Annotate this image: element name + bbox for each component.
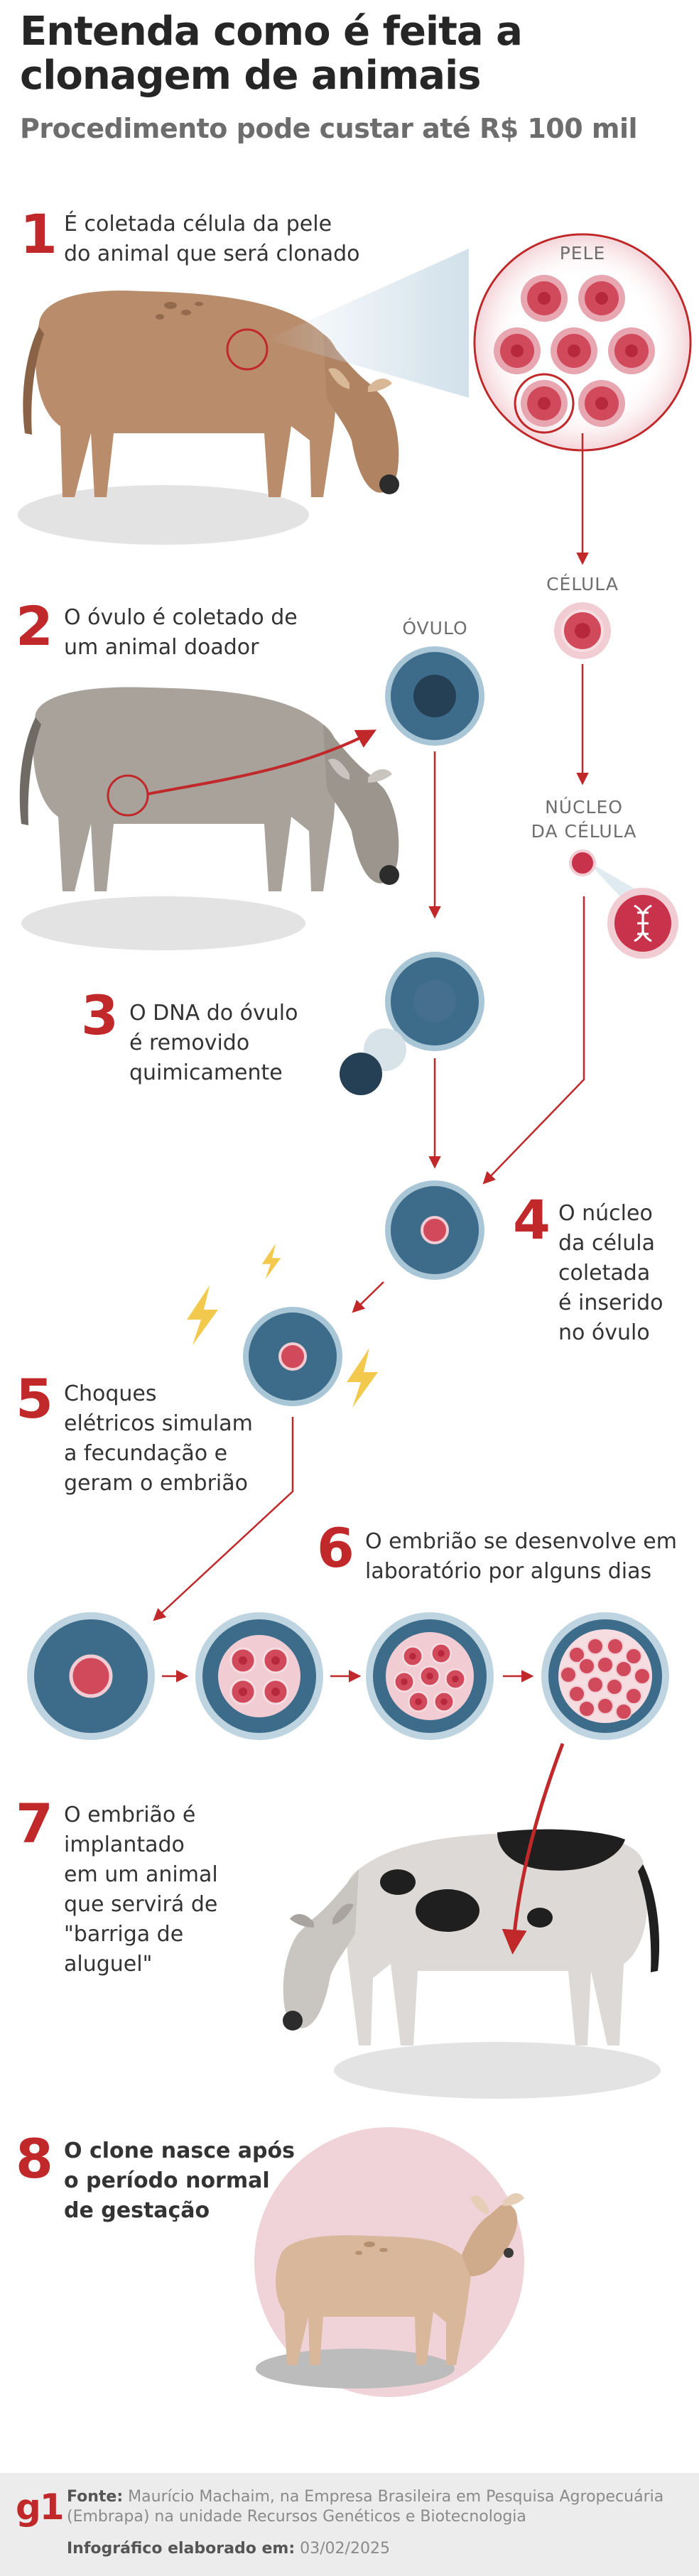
made-label: Infográfico elaborado em: — [67, 2540, 296, 2558]
step-7-line: que servirá de — [64, 1892, 218, 1917]
magnification-beam — [267, 249, 469, 398]
step-2-text: O óvulo é coletado de um animal doador — [64, 603, 298, 663]
step-3-number: 3 — [81, 984, 119, 1047]
step-7-line: O embrião é — [64, 1803, 196, 1827]
label-nucleo: NÚCLEO DA CÉLULA — [513, 795, 655, 844]
step-1-line: do animal que será clonado — [64, 241, 360, 266]
dna-icon — [634, 904, 652, 942]
embryo-stage-1 — [27, 1612, 155, 1740]
footer-bar — [0, 2473, 699, 2576]
step-6-number: 6 — [317, 1516, 354, 1580]
step-8-line: o período normal — [64, 2168, 270, 2193]
step-6-text: O embrião se desenvolve em laboratório p… — [365, 1527, 677, 1587]
step-2-line: O óvulo é coletado de — [64, 605, 298, 630]
ovum-cell — [385, 646, 484, 746]
step-4-line: da célula — [558, 1231, 655, 1256]
step-7-line: em um animal — [64, 1862, 218, 1887]
step-2-number: 2 — [16, 594, 53, 658]
step-1-number: 1 — [20, 202, 58, 266]
embryo-stage-2 — [195, 1612, 323, 1740]
step-8-line: O clone nasce após — [64, 2138, 295, 2163]
ovum-with-nucleus — [385, 1180, 484, 1280]
ovum-dna-removal — [340, 952, 484, 1095]
step-8-number: 8 — [16, 2127, 53, 2190]
arrow-cow-to-ovulo — [147, 729, 376, 795]
step-8-line: de gestação — [64, 2198, 210, 2223]
gray-cow-illustration — [19, 687, 399, 950]
step-6-line: O embrião se desenvolve em — [365, 1529, 677, 1554]
step-4-line: é inserido — [558, 1290, 663, 1315]
step-5-line: geram o embrião — [64, 1471, 248, 1496]
label-ovulo: ÓVULO — [402, 618, 468, 638]
step-4-number: 4 — [513, 1188, 551, 1251]
brown-cow-illustration — [18, 290, 399, 545]
made-date-note: Infográfico elaborado em: 03/02/2025 — [67, 2539, 390, 2559]
skin-cells-cluster — [473, 233, 692, 452]
step-5-line: elétricos simulam — [64, 1411, 253, 1436]
step-4-line: coletada — [558, 1261, 651, 1286]
nucleus-with-dna — [569, 849, 678, 959]
page-subtitle: Procedimento pode custar até R$ 100 mil — [20, 113, 638, 144]
step-4-line: O núcleo — [558, 1201, 653, 1226]
step-5-line: Choques — [64, 1381, 157, 1406]
label-nucleo-line2: DA CÉLULA — [531, 821, 637, 842]
source-label: Fonte: — [67, 2488, 124, 2506]
source-text: Maurício Machaim, na Empresa Brasileira … — [67, 2488, 664, 2526]
arrow-embryo-to-surrogate — [502, 1743, 565, 1955]
label-pele: PELE — [559, 243, 606, 263]
step-7-line: "barriga de — [64, 1922, 184, 1947]
arrow-nucleo-to-ovulo — [482, 896, 585, 1185]
surrogate-cow-illustration — [283, 1829, 661, 2099]
step-7-line: aluguel" — [64, 1952, 153, 1977]
arrow-step4-to-step5 — [352, 1281, 384, 1313]
step-7-line: implantado — [64, 1832, 185, 1857]
g1-logo: g1 — [16, 2487, 65, 2528]
step-5-line: a fecundação e — [64, 1441, 228, 1466]
step-6-line: laboratório por alguns dias — [365, 1559, 652, 1584]
step-3-line: quimicamente — [129, 1060, 283, 1085]
single-cell — [554, 602, 611, 659]
step-8-text: O clone nasce após o período normal de g… — [64, 2136, 295, 2226]
label-nucleo-line1: NÚCLEO — [545, 797, 623, 817]
step-5-number: 5 — [16, 1367, 53, 1430]
step-3-line: é removido — [129, 1031, 250, 1055]
step-1-line: É coletada célula da pele — [64, 212, 332, 237]
embryo-stage-3 — [366, 1612, 494, 1740]
step-4-line: no óvulo — [558, 1320, 650, 1345]
step-1-text: É coletada célula da pele do animal que … — [64, 210, 360, 269]
source-note: Fonte: Maurício Machaim, na Empresa Bras… — [67, 2487, 678, 2527]
label-celula: CÉLULA — [546, 574, 619, 594]
page-title: Entenda como é feita a clonagem de anima… — [20, 9, 523, 99]
step-2-line: um animal doador — [64, 635, 259, 660]
calf-illustration — [254, 2127, 524, 2397]
step-4-text: O núcleo da célula coletada é inserido n… — [558, 1199, 663, 1348]
step-5-text: Choques elétricos simulam a fecundação e… — [64, 1379, 253, 1499]
step-7-text: O embrião é implantado em um animal que … — [64, 1800, 218, 1979]
embryo-stage-4 — [541, 1612, 669, 1740]
arrow-step5-to-step6 — [153, 1417, 294, 1621]
step-3-line: O DNA do óvulo — [129, 1001, 298, 1026]
electric-shock-cell — [243, 1307, 342, 1406]
step-7-number: 7 — [16, 1792, 53, 1855]
made-date: 03/02/2025 — [300, 2540, 390, 2558]
step-3-text: O DNA do óvulo é removido quimicamente — [129, 999, 298, 1088]
